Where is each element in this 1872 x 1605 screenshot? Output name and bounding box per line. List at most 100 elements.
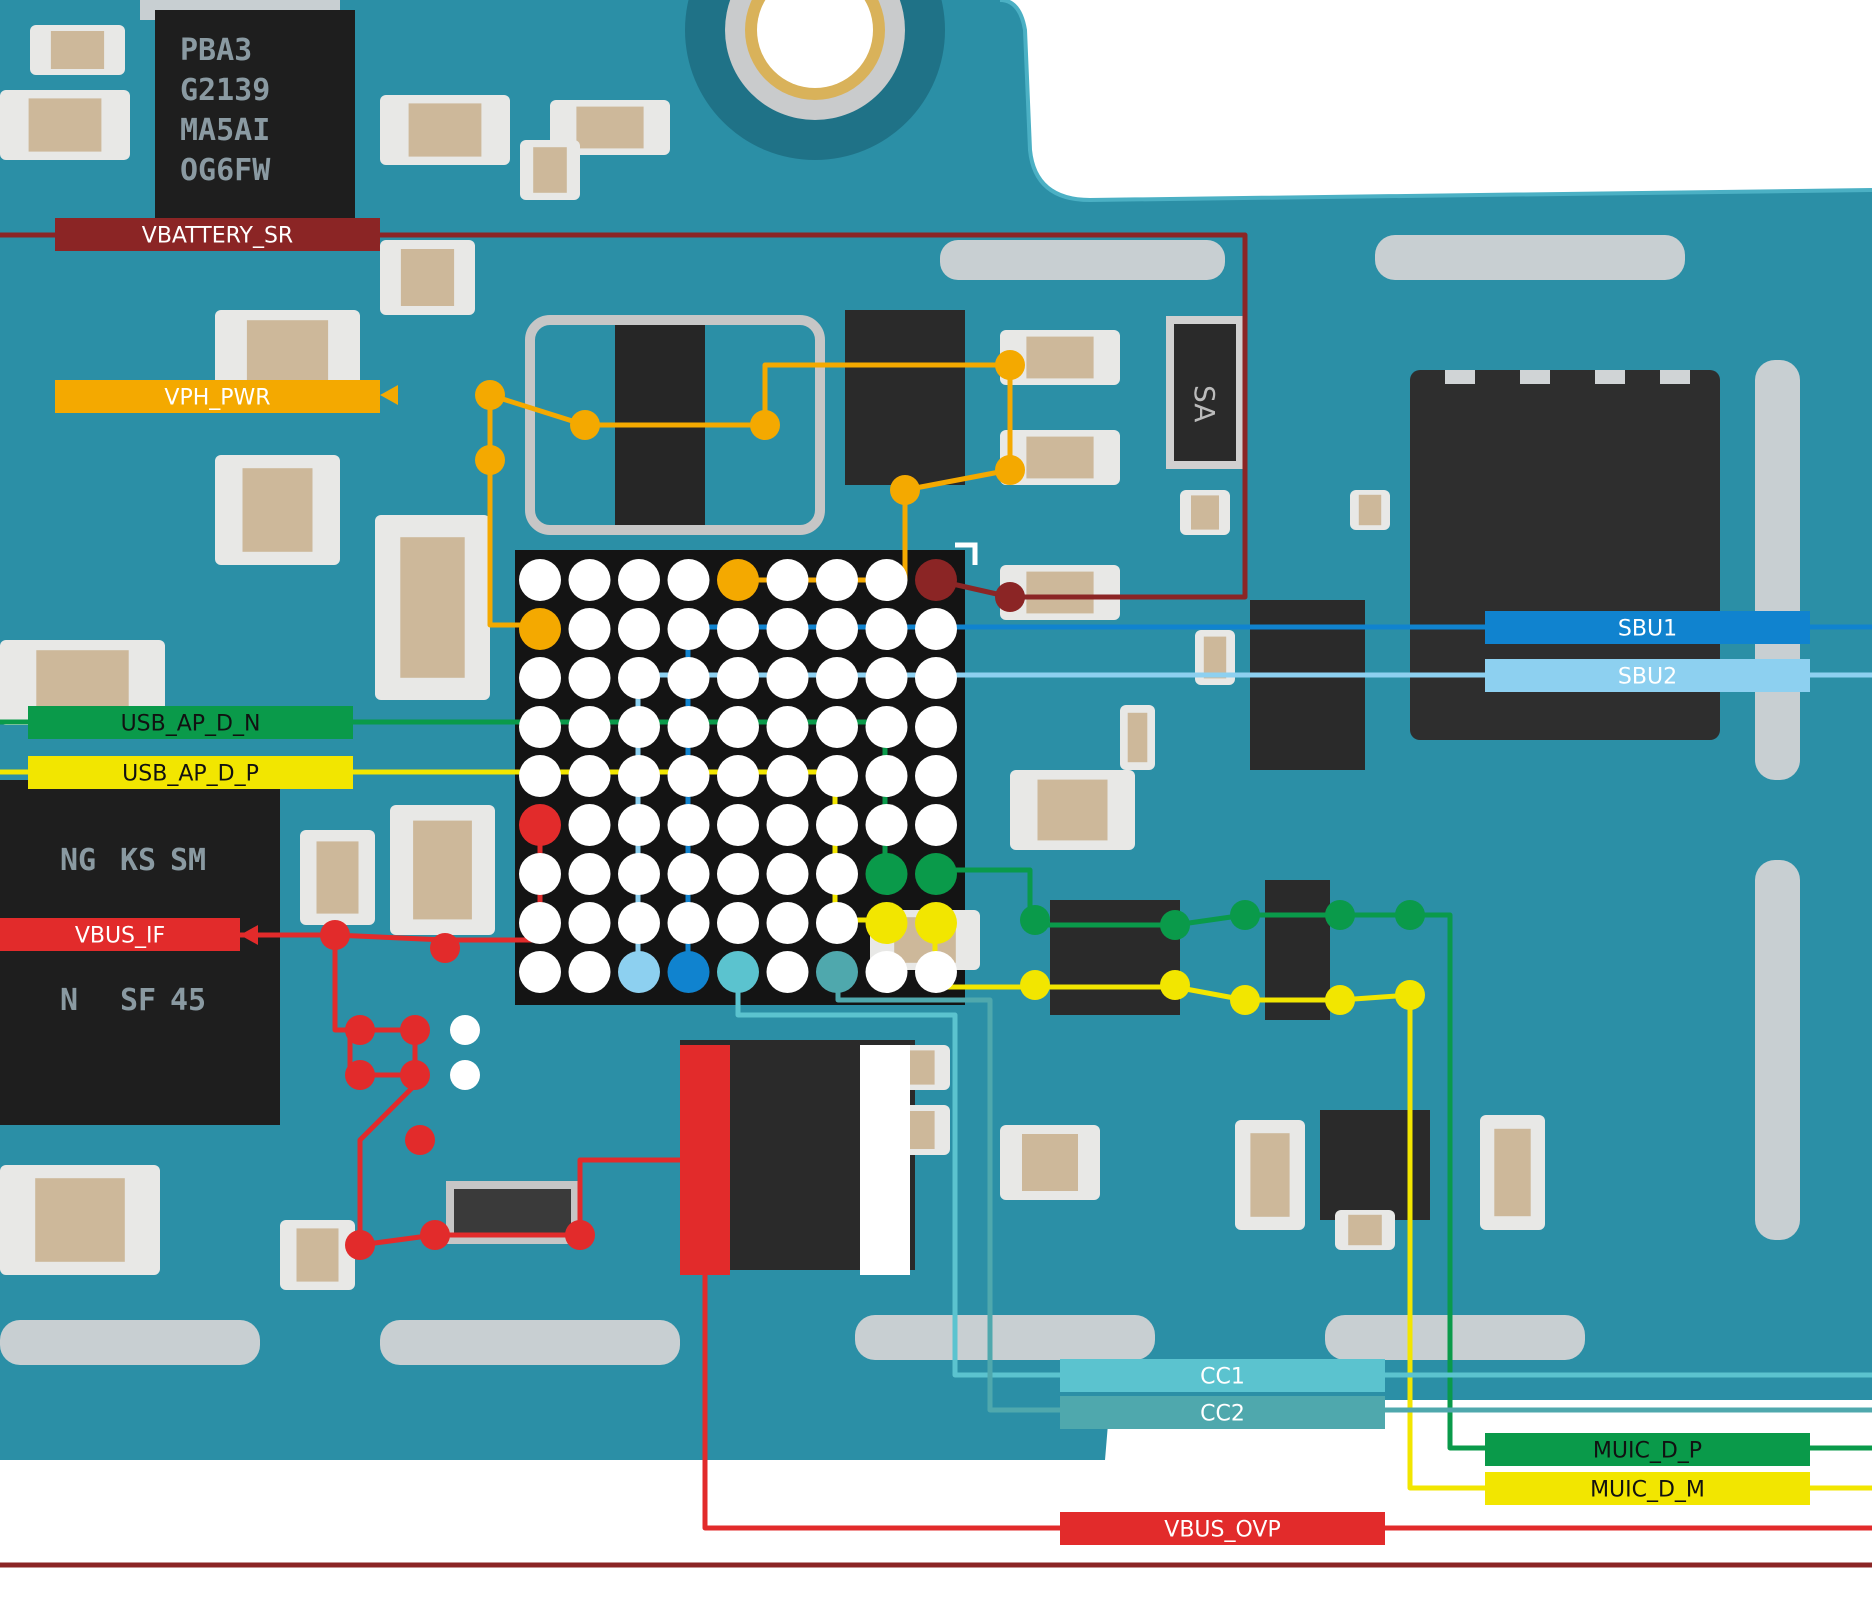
bga-ball [816,755,858,797]
bga-ball-grid [519,559,957,993]
net-labels: VBATTERY_SRVPH_PWRUSB_AP_D_NUSB_AP_D_PVB… [0,218,1810,1545]
vph-pwr-label-box [55,380,380,413]
bga-ball-net [519,804,561,846]
capacitor-center [1191,495,1219,530]
sbu1-label: SBU1 [1485,611,1810,644]
pmic-chip: PBA3 G2139 MA5AI OG6FW [155,10,355,225]
bga-ball [667,657,710,699]
bga-ball-net [915,902,957,944]
capacitor-center [35,1178,125,1262]
vbus-ovp-trace [702,1270,1872,1531]
bga-ball [667,608,710,650]
bga-ball [865,559,908,601]
capacitor-center [1203,636,1227,679]
junction-dot [400,1060,430,1090]
capacitor-center [246,320,329,385]
bga-ball [618,902,660,944]
bga-ball [766,608,809,650]
sbu2-label-box [1485,659,1810,692]
cc2-label-box [1060,1396,1385,1429]
sbu2-label: SBU2 [1485,659,1810,692]
capacitor [215,455,340,565]
junction-dot [750,410,780,440]
bga-ball [816,804,858,846]
junction-dot [345,1015,375,1045]
bga-ball [568,755,611,797]
mounting-hole [685,0,945,160]
capacitor [280,1220,355,1290]
net-junctions [320,350,1425,1260]
bga-ball [717,657,759,699]
muic-d-p-trace [935,867,1872,1451]
bga-ball [618,559,660,601]
bga-ball [568,951,611,993]
vbattery-sr-trace [0,232,1248,600]
capacitor-center [316,841,359,914]
side-chip-marking: KS [120,843,156,878]
vph-pwr-label-text: VPH_PWR [164,386,270,411]
bga-ball [915,706,957,748]
vbattery-sr-label: VBATTERY_SR [55,218,380,251]
junction-dot [1230,900,1260,930]
junction-dot [400,1015,430,1045]
junction-dot [1325,900,1355,930]
capacitor [1000,565,1120,620]
side-chip-marking: N [60,983,78,1018]
pin1-marker [955,542,978,565]
capacitor [375,515,490,700]
bga-ball [618,804,660,846]
capacitor-center [1358,494,1382,526]
vbus-ovp-label-text: VBUS_OVP [1164,1518,1280,1543]
chip-marking-line: MA5AI [180,113,270,148]
bga-ball [519,706,561,748]
diode [1166,316,1244,469]
chip-marking-line: PBA3 [180,33,252,68]
bga-ball [568,853,611,895]
capacitor-center [1348,1214,1382,1246]
muic-d-p-label: MUIC_D_P [1485,1433,1810,1466]
capacitor-center [408,103,482,157]
junction-dot [1160,910,1190,940]
capacitor-center [533,147,567,193]
bga-ball [519,902,561,944]
bga-ball [816,902,858,944]
capacitor [300,830,375,925]
bga-ball [717,755,759,797]
bga-ball [717,706,759,748]
bga-ball [618,755,660,797]
capacitor [1235,1120,1305,1230]
bga-ball [816,608,858,650]
junction-dot [1020,970,1050,1000]
connector-chip [1410,370,1720,740]
capacitor [1120,705,1155,770]
capacitor [390,805,495,935]
junction-dot [320,920,350,950]
bga-ball [519,559,561,601]
bga-ball [568,608,611,650]
inductor-caps [525,315,825,535]
usb-ap-d-n-label: USB_AP_D_N [28,706,353,739]
bga-ball [766,559,809,601]
capacitor-center [1026,336,1094,379]
junction-dot [1160,970,1190,1000]
chip-marking-line: G2139 [180,73,270,108]
junction-dot [1020,905,1050,935]
bga-ball [618,608,660,650]
ferrite [446,1181,579,1244]
vbus-if-label: VBUS_IF [0,918,240,951]
bga-ball [618,853,660,895]
bga-ball [766,902,809,944]
capacitor-center [1026,571,1094,614]
capacitor [0,1165,160,1275]
capacitor-center [576,106,644,149]
bga-ball-net [519,608,561,650]
bga-ball [568,902,611,944]
capacitor [215,310,360,395]
bga-ball [816,853,858,895]
bga-ball [766,755,809,797]
junction-dot [1395,980,1425,1010]
capacitor [0,90,130,160]
capacitor [0,640,165,725]
capacitor [380,95,510,165]
